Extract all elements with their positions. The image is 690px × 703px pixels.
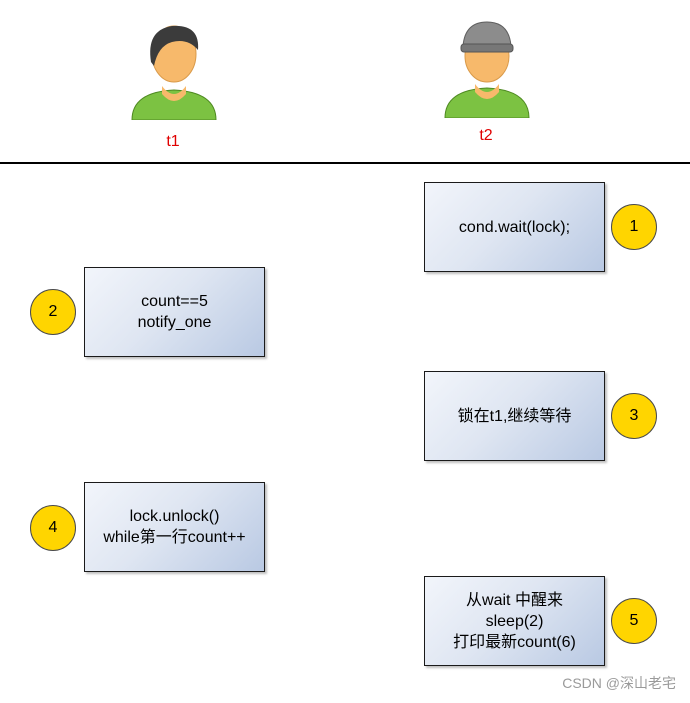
box-line: sleep(2) (485, 612, 544, 630)
step-1-circle: 1 (611, 204, 657, 250)
divider-line (0, 162, 690, 164)
person-t1-icon (124, 20, 224, 121)
thread-t1-label: t1 (166, 133, 180, 150)
step-4-circle: 4 (30, 505, 76, 551)
t1-notify-box: count==5 notify_one (84, 267, 265, 357)
box-line: 从wait 中醒来 (466, 591, 563, 609)
step-2-circle: 2 (30, 289, 76, 335)
box-line: 锁在t1,继续等待 (457, 407, 572, 425)
box-line: lock.unlock() (129, 508, 220, 525)
box-line: count==5 (141, 293, 208, 310)
box-line: 打印最新count(6) (453, 633, 576, 651)
step-3-circle: 3 (611, 393, 657, 439)
watermark-text: CSDN @深山老宅 (562, 675, 676, 691)
step-5-circle: 5 (611, 598, 657, 644)
t2-wake-box: 从wait 中醒来 sleep(2) 打印最新count(6) (424, 576, 605, 666)
box-line: while第一行count++ (103, 529, 246, 546)
t2-wait-box: cond.wait(lock); (424, 182, 605, 272)
t1-unlock-box: lock.unlock() while第一行count++ (84, 482, 265, 572)
box-line: notify_one (137, 314, 212, 331)
box-line: cond.wait(lock); (458, 218, 571, 236)
thread-t2-label: t2 (479, 127, 493, 144)
person-t2-icon (437, 18, 537, 119)
t2-lock-wait-box: 锁在t1,继续等待 (424, 371, 605, 461)
